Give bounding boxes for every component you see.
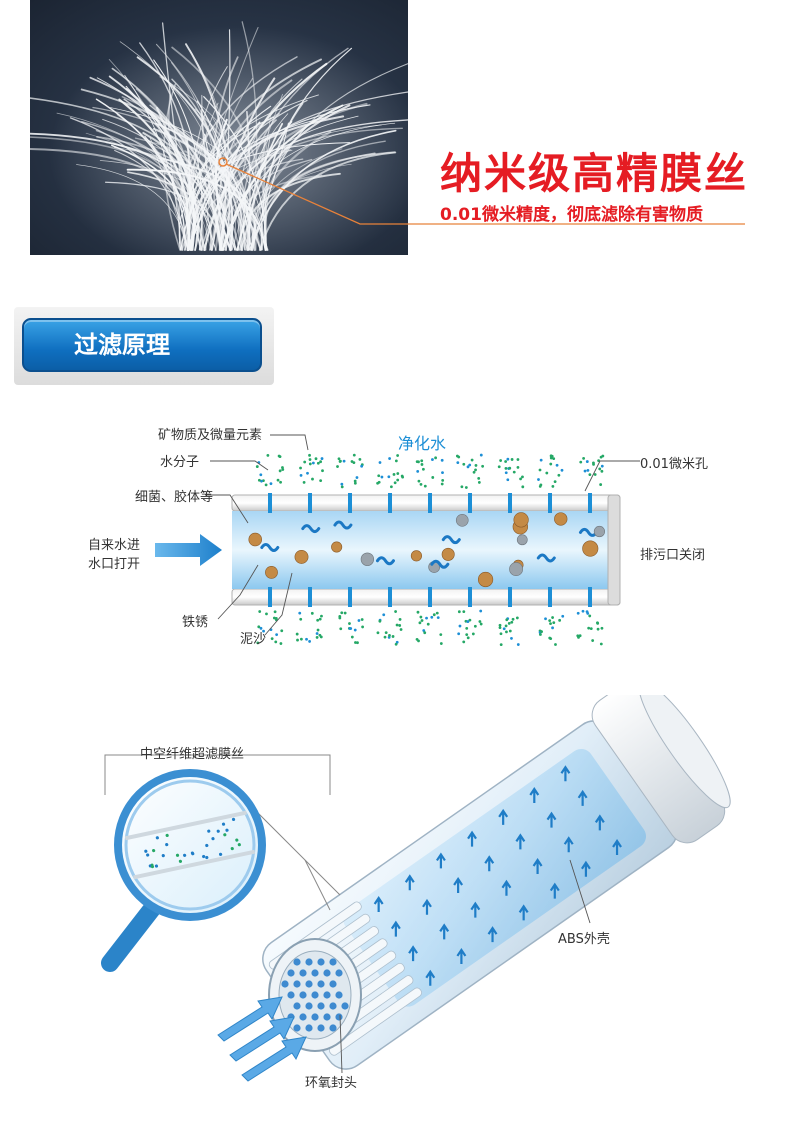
label-sand: 泥沙 — [240, 632, 267, 647]
filtration-principle-diagram — [155, 434, 640, 646]
fiber-bundle-illustration — [30, 0, 408, 255]
label-minerals: 矿物质及微量元素 — [158, 428, 263, 443]
label-epoxy-cap: 环氧封头 — [305, 1076, 358, 1091]
membrane-wall-top — [231, 494, 621, 512]
label-abs-shell: ABS外壳 — [558, 932, 610, 947]
membrane-wall-bottom — [231, 588, 621, 606]
filter-module-illustration — [101, 695, 731, 1082]
magnifier-icon — [101, 769, 266, 972]
inlet-arrow — [155, 534, 222, 566]
hero-subtitle: 0.01微米精度，彻底滤除有害物质 — [440, 205, 703, 225]
label-rust: 铁锈 — [182, 615, 209, 630]
inflow-arrows — [217, 996, 307, 1082]
label-bacteria: 细菌、胶体等 — [135, 490, 214, 505]
hero-title: 纳米级高精膜丝 — [440, 149, 749, 198]
label-pore: 0.01微米孔 — [640, 457, 708, 472]
label-water-molecule: 水分子 — [160, 455, 200, 470]
label-inlet: 自来水进 水口打开 — [88, 538, 141, 572]
membrane-channel — [232, 511, 620, 589]
label-purified-water: 净化水 — [398, 434, 447, 453]
label-hollow-fiber: 中空纤维超滤膜丝 — [140, 747, 245, 762]
label-outlet-closed: 排污口关闭 — [640, 548, 706, 563]
section-title-button: 过滤原理 — [22, 318, 262, 372]
fiber-photo — [30, 0, 408, 255]
outlet-cap — [607, 494, 621, 606]
